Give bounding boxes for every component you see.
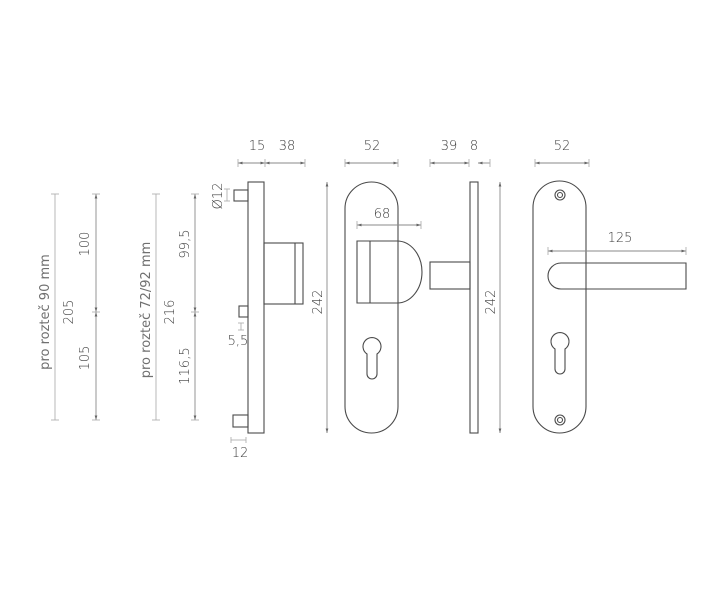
dim-52-lever: 52 (554, 139, 571, 154)
front-view-knob: 52 68 (344, 139, 423, 434)
dim-100: 100 (78, 232, 93, 257)
lever-handle (547, 262, 687, 290)
pin-bottom (232, 414, 249, 428)
lever-backplate (532, 180, 587, 434)
backplate-side (247, 181, 265, 434)
dim-12: 12 (232, 446, 249, 461)
note-spacing-72-92: pro rozteč 72/92 mm (139, 242, 154, 379)
screw-top-icon (554, 189, 566, 201)
note-spacing-90: pro rozteč 90 mm (38, 254, 53, 370)
knob (356, 240, 423, 304)
side-view-lever: 39 8 242 (429, 139, 502, 434)
dim-99-5: 99,5 (178, 230, 193, 259)
knob-backplate (344, 181, 399, 434)
dim-242-left: 242 (311, 290, 326, 315)
screw-bottom-icon (554, 414, 566, 426)
pin-top (233, 189, 249, 202)
dim-38: 38 (279, 139, 296, 154)
backplate-side-right (469, 181, 479, 434)
dim-pin-diameter: Ø12 (211, 183, 226, 210)
front-view-lever: 52 125 (532, 139, 687, 434)
dim-52-knob: 52 (364, 139, 381, 154)
knob-side (263, 242, 304, 305)
keyhole (362, 337, 382, 380)
side-view-knob: 15 38 Ø12 5,5 12 242 (211, 139, 329, 461)
dim-205: 205 (62, 300, 77, 325)
dim-5-5: 5,5 (228, 334, 249, 349)
dim-125: 125 (608, 231, 633, 246)
dim-39: 39 (441, 139, 458, 154)
keyhole-lever (550, 332, 570, 375)
dim-242-right: 242 (484, 290, 499, 315)
lever-side (429, 261, 471, 290)
pin-middle (238, 305, 249, 318)
spacing-90-group: pro rozteč 90 mm 205 100 105 (38, 193, 100, 421)
dim-116-5: 116,5 (178, 347, 193, 384)
dim-105: 105 (78, 346, 93, 371)
dim-216: 216 (163, 300, 178, 325)
spacing-72-92-group: pro rozteč 72/92 mm 216 99,5 116,5 (139, 193, 199, 421)
dim-68: 68 (374, 207, 391, 222)
dim-15: 15 (249, 139, 266, 154)
dim-8: 8 (470, 139, 478, 154)
